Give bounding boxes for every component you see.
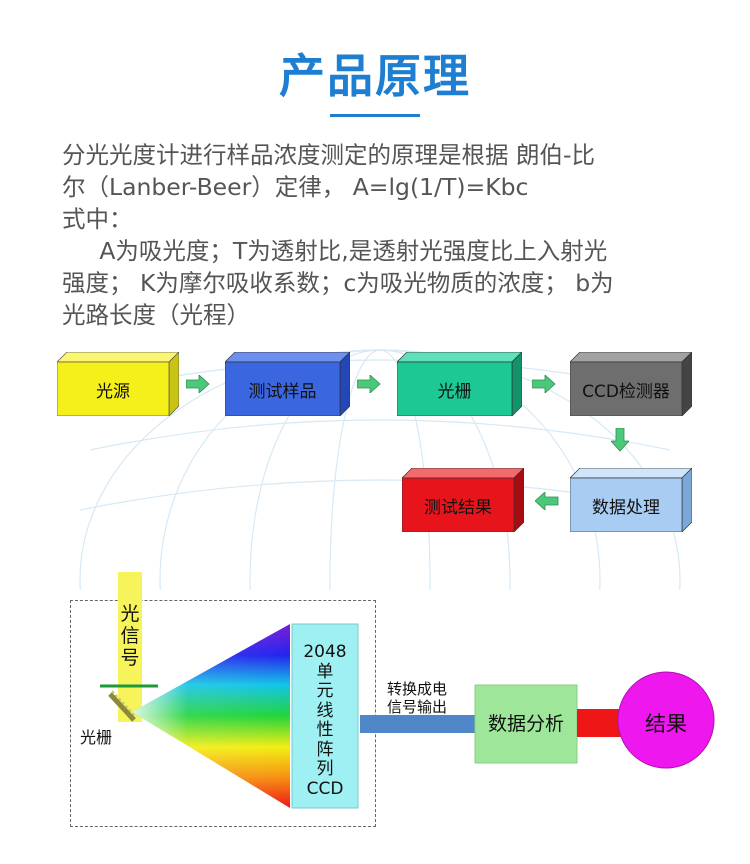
label-char: 信: [120, 625, 140, 647]
light-signal-label: 光 信 号: [119, 603, 141, 669]
flow-box-ccd-detector: CCD检测器: [570, 352, 692, 416]
label-char: 光: [120, 603, 140, 625]
arrow-right-icon: [357, 375, 381, 393]
label-char: CCD: [306, 778, 344, 799]
spectrometer-frame: [70, 600, 376, 827]
spectrometer-schematic: [100, 572, 715, 809]
grating-mirror: [108, 690, 137, 722]
flow-label: CCD检测器: [582, 381, 670, 402]
flow-label: 数据处理: [592, 497, 660, 518]
page-title: 产品原理: [279, 49, 471, 103]
flow-box-grating: 光栅: [397, 352, 522, 416]
arrow-right-icon: [186, 375, 210, 393]
box-3d-shape: [397, 352, 522, 416]
analysis-label: 数据分析: [487, 713, 564, 735]
spectrum-highlight: [132, 624, 290, 808]
label-char: 列: [316, 759, 334, 779]
arrow-left-icon: [535, 492, 559, 510]
box-3d-shape: [570, 352, 692, 416]
box-3d-shape: [225, 352, 350, 416]
box-3d-shape: [570, 468, 692, 532]
label-char: 元: [316, 681, 334, 701]
result-label: 结果: [645, 712, 687, 736]
paragraph-line: A为吸光度；T为透射比,是透射光强度比上入射光: [62, 237, 608, 265]
paragraph-line: 强度； K为摩尔吸收系数；c为吸光物质的浓度； b为: [62, 269, 614, 297]
arrow-down-icon: [611, 428, 629, 452]
ccd-array: [291, 623, 359, 809]
title-underline: [330, 114, 420, 117]
convert-label-line2: 信号输出: [387, 698, 448, 716]
convert-label-line1: 转换成电: [387, 680, 448, 698]
paragraph-line: 尔（Lanber-Beer）定律， A=lg(1/T)=Kbc: [62, 173, 529, 201]
ccd-label: 2048 单 元 线 性 阵 列 CCD: [293, 642, 357, 799]
label-char: 阵: [316, 739, 334, 760]
label-char: 单: [316, 661, 334, 682]
flow-label: 测试样品: [248, 381, 317, 402]
flow-label: 光栅: [437, 381, 472, 402]
flow-box-result: 测试结果: [402, 468, 524, 532]
paragraph-line: 式中：: [62, 205, 133, 233]
flow-label: 测试结果: [424, 497, 492, 518]
flow-box-light-source: 光源: [57, 352, 179, 416]
box-3d-shape: [402, 468, 524, 532]
flow-box-data-processing: 数据处理: [570, 468, 692, 532]
grating-label: 光栅: [80, 728, 113, 747]
paragraph-line: 光路长度（光程）: [62, 301, 250, 329]
light-signal-beam: [118, 572, 142, 722]
label-char: 2048: [303, 642, 347, 662]
flow-box-sample: 测试样品: [225, 352, 350, 416]
arrow-right-icon: [532, 375, 556, 393]
signal-output-bar: [360, 715, 475, 733]
label-char: 线: [316, 700, 334, 721]
result-circle: [617, 671, 715, 769]
flow-label: 光源: [96, 381, 130, 402]
label-char: 号: [120, 647, 140, 669]
box-3d-shape: [57, 352, 179, 416]
paragraph-line: 分光光度计进行样品浓度测定的原理是根据 朗伯-比: [62, 141, 595, 169]
label-char: 性: [316, 720, 334, 740]
analysis-box: [474, 684, 578, 764]
